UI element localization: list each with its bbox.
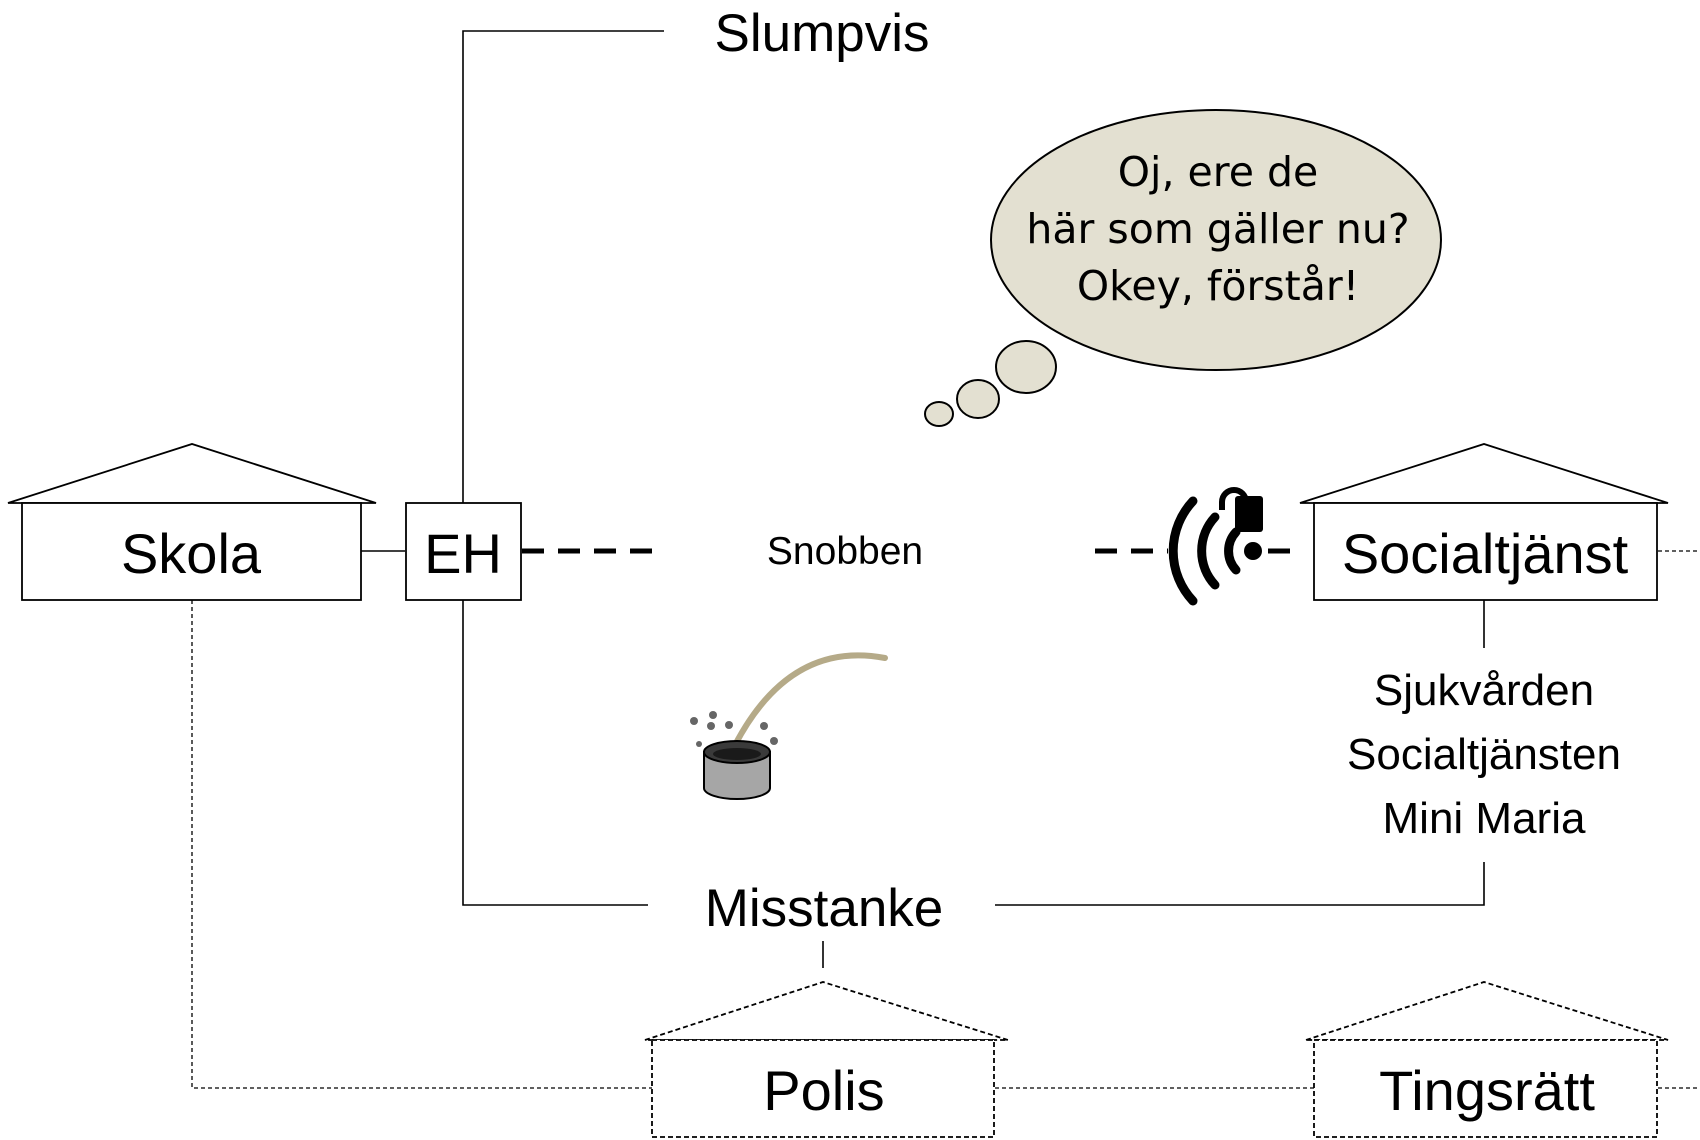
polis-house: Polis: [644, 981, 1009, 1138]
eh-box: [405, 502, 522, 601]
polis-label: Polis: [763, 1059, 884, 1122]
polis-box: [651, 1039, 995, 1138]
tingsratt-label: Tingsrätt: [1379, 1059, 1595, 1122]
socialtjanst-roof: [1299, 443, 1669, 504]
skola-box: [21, 502, 362, 601]
socialtjanst-label: Socialtjänst: [1342, 522, 1629, 585]
tingsratt-box: [1313, 1039, 1658, 1138]
slumpvis-label: Slumpvis: [714, 4, 929, 63]
eh-label: EH: [424, 522, 502, 585]
socialtjanst-house: Socialtjänst: [1299, 443, 1669, 601]
sample-cup-icon: [690, 652, 888, 800]
eh-node: EH: [405, 502, 522, 601]
skola-label: Skola: [121, 522, 262, 585]
connector-eh-slumpvis: [462, 30, 664, 503]
service-item: Sjukvården: [1374, 666, 1594, 715]
skola-roof: [7, 443, 377, 504]
connector-eh-misstanke: [462, 600, 648, 906]
bubble-line: Oj, ere de: [1118, 148, 1318, 196]
thought-bubble: Oj, ere de här som gäller nu? Okey, förs…: [924, 109, 1442, 427]
polis-roof: [644, 981, 1009, 1041]
connector-misstanke-socialtjanst: [995, 862, 1485, 906]
cup-straw: [732, 652, 888, 748]
bubble-line: Okey, förstår!: [1077, 262, 1359, 310]
service-item: Mini Maria: [1383, 794, 1586, 843]
bubble-puff-small: [924, 401, 954, 427]
service-item: Socialtjänsten: [1347, 730, 1621, 779]
misstanke-label: Misstanke: [705, 879, 944, 938]
bubble-line: här som gäller nu?: [1026, 205, 1409, 253]
tingsratt-roof: [1305, 981, 1669, 1041]
wifi-lock-icon: [1168, 487, 1263, 606]
skola-house: Skola: [7, 443, 377, 601]
snobben-label: Snobben: [767, 530, 923, 573]
bubble-puff-large: [995, 340, 1057, 394]
socialtjanst-box: [1313, 502, 1658, 601]
dotted-skola-polis: [191, 600, 652, 1089]
services-list: Sjukvården Socialtjänsten Mini Maria: [1347, 666, 1621, 843]
bubble-puff-medium: [956, 379, 1000, 419]
bubble-main: [990, 109, 1442, 371]
tingsratt-house: Tingsrätt: [1305, 981, 1669, 1138]
